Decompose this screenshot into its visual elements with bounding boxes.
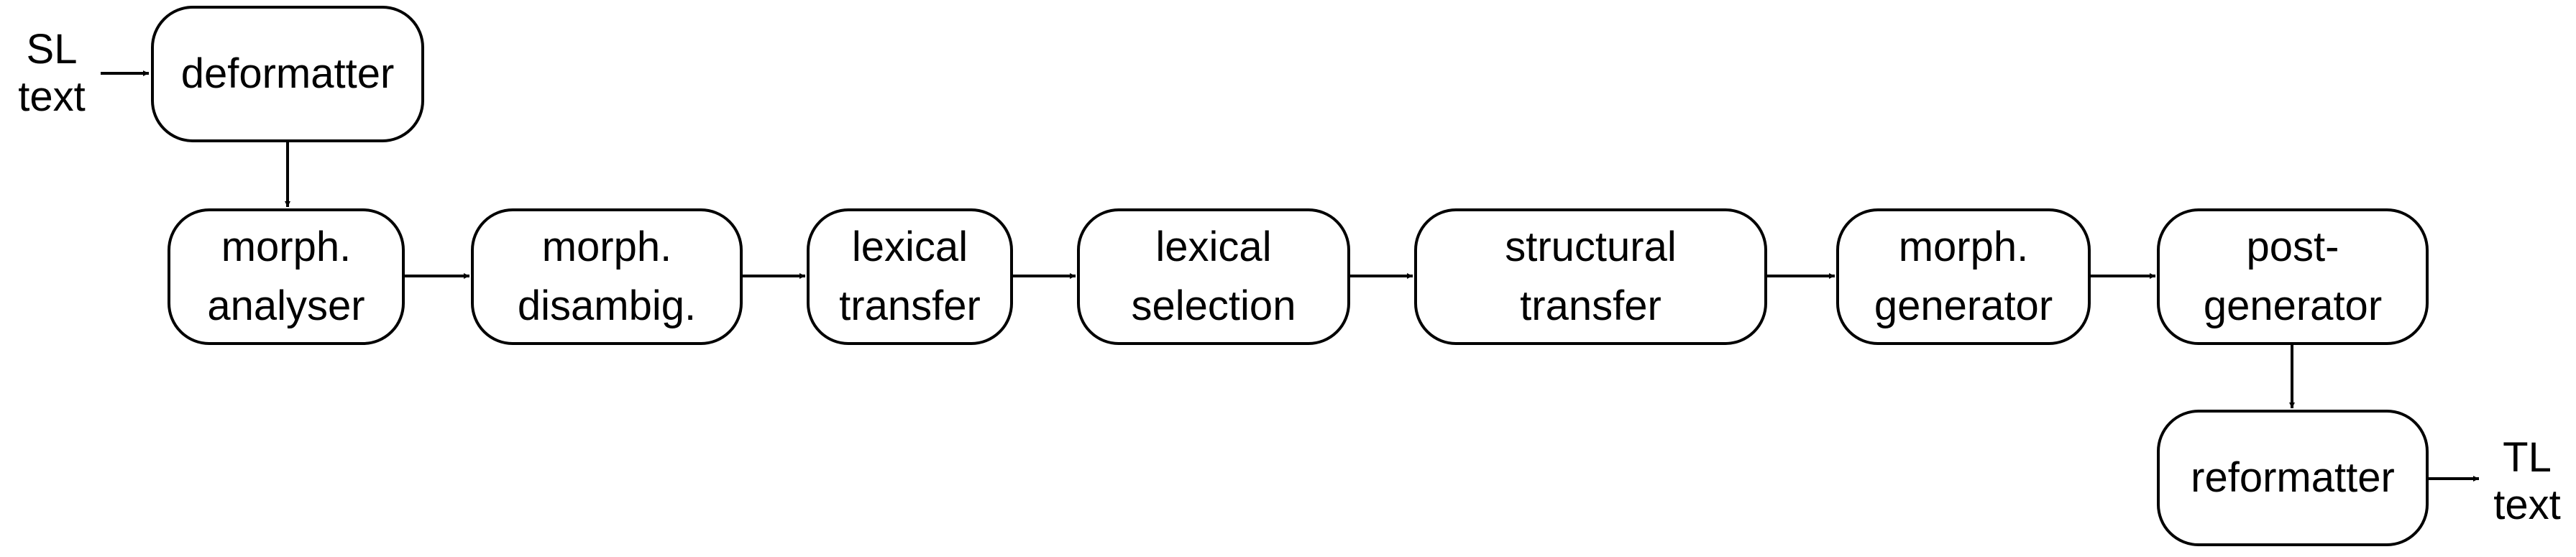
- module-deformatter: deformatter: [151, 6, 424, 142]
- deformatter-label: deformatter: [180, 50, 395, 97]
- input-label-sl-text: SL text: [16, 26, 88, 121]
- module-morph-generator: morph. generator: [1836, 208, 2091, 345]
- reformatter-label: reformatter: [2191, 454, 2395, 501]
- module-morph-analyser: morph. analyser: [168, 208, 405, 345]
- morph-disambig-line2: disambig.: [517, 282, 697, 329]
- lexical-selection-line1: lexical: [1155, 224, 1272, 270]
- morph-analyser-line2: analyser: [207, 282, 365, 329]
- morph-analyser-line1: morph.: [221, 224, 352, 270]
- post-generator-line2: generator: [2203, 282, 2383, 329]
- structural-transfer-line1: structural: [1505, 224, 1677, 270]
- lexical-transfer-line1: lexical: [851, 224, 968, 270]
- lexical-selection-line2: selection: [1131, 282, 1296, 329]
- module-structural-transfer: structural transfer: [1414, 208, 1767, 345]
- morph-generator-line2: generator: [1874, 282, 2053, 329]
- lexical-transfer-line2: transfer: [839, 282, 981, 329]
- morph-disambig-line1: morph.: [541, 224, 672, 270]
- input-label-line2: text: [18, 73, 86, 120]
- output-label-line2: text: [2493, 482, 2561, 528]
- module-morph-disambig: morph. disambig.: [471, 208, 743, 345]
- module-lexical-transfer: lexical transfer: [807, 208, 1013, 345]
- module-reformatter: reformatter: [2157, 410, 2429, 546]
- post-generator-line1: post-: [2246, 224, 2339, 270]
- structural-transfer-line2: transfer: [1520, 282, 1661, 329]
- module-lexical-selection: lexical selection: [1077, 208, 1350, 345]
- output-label-tl-text: TL text: [2488, 434, 2567, 529]
- input-label-line1: SL: [26, 26, 78, 73]
- output-label-line1: TL: [2503, 434, 2552, 481]
- module-post-generator: post- generator: [2157, 208, 2429, 345]
- morph-generator-line1: morph.: [1898, 224, 2029, 270]
